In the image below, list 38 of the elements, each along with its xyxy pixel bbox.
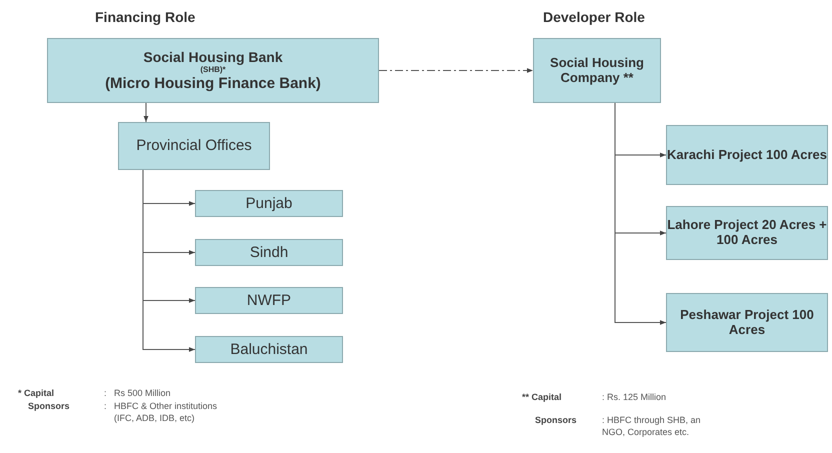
arrow (142, 170, 196, 352)
org-box (195, 336, 343, 363)
arrow (378, 68, 534, 73)
box-text: (Micro Housing Finance Bank) (105, 74, 321, 92)
footnote-text: Sponsors (535, 415, 577, 427)
org-box (666, 206, 828, 260)
footnote-text: Sponsors (28, 401, 70, 413)
org-box (118, 122, 270, 170)
org-box (666, 293, 828, 352)
footnote-text: Rs 500 Million (114, 388, 171, 400)
column-heading: Developer Role (543, 8, 645, 26)
org-box (533, 38, 661, 103)
box-text: NWFP (246, 292, 292, 310)
org-box (666, 125, 828, 185)
box-text: Baluchistan (230, 340, 308, 358)
box-text: Peshawar Project 100 Acres (679, 308, 815, 338)
box-text: Provincial Offices (136, 137, 252, 155)
arrow (614, 102, 666, 325)
column-heading: Financing Role (95, 8, 196, 26)
box-text: Lahore Project 20 Acres + 100 Acres (667, 218, 827, 248)
footnote-text: ** Capital (522, 392, 562, 404)
org-box (195, 287, 343, 314)
footnote-text: : (104, 388, 107, 400)
footnote-text: : (104, 401, 107, 413)
footnote-text: * Capital (18, 388, 54, 400)
footnote-text: : HBFC through SHB, an NGO, Corporates etc. (602, 415, 702, 438)
org-box (195, 239, 343, 266)
arrow (144, 102, 148, 122)
box-text: Karachi Project 100 Acres (667, 148, 827, 162)
footnote-text: : Rs. 125 Million (602, 392, 666, 404)
org-box (47, 38, 379, 103)
footnote-text: HBFC & Other institutions (IFC, ADB, IDB, etc) (114, 401, 218, 424)
org-box (195, 190, 343, 217)
box-text: Social Housing Company ** (549, 56, 645, 86)
box-text: Sindh (250, 244, 288, 262)
box-text: (SHB)* (200, 65, 226, 75)
box-text: Punjab (246, 194, 292, 212)
box-text: Social Housing Bank (143, 49, 283, 66)
